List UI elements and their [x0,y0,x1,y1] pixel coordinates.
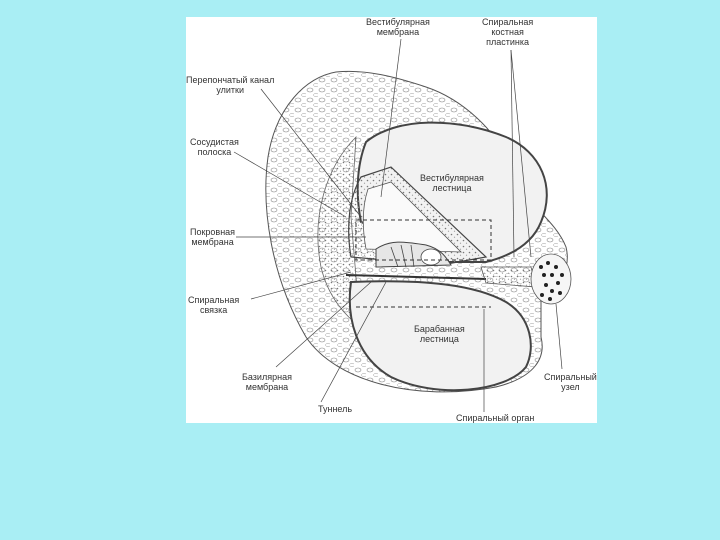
organ-of-corti-drawing [375,241,452,268]
dashed-box-upper [355,219,492,261]
label-organ-of-corti: Спиральный орган [456,413,535,423]
leader-lines [233,38,563,412]
duct-lumen [362,181,462,253]
scala-tympani [348,280,532,392]
spiral-ganglion-drawing [530,253,572,305]
cochlea-drawing [233,38,572,412]
basilar-membrane-line [345,274,487,280]
label-tunnel: Туннель [318,404,353,414]
